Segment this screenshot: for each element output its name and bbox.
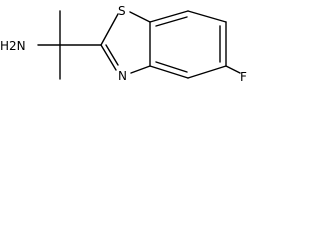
bonds [37,10,241,80]
bond-n-c3a [130,65,151,74]
bond-c2-n [100,44,117,71]
bond-c7-c6 [187,10,227,23]
bond-c2-n-double [105,44,119,66]
bond-c5-f [225,65,241,74]
bond-c7a-c7 [149,10,189,23]
amine-label: H2N [0,39,26,53]
bond-c2-s [100,13,119,46]
bond-c4-c3a-double [155,61,188,73]
bond-c5-c4 [187,65,227,79]
bond-s-c7a [129,11,151,23]
sulfur-label: S [118,4,126,18]
atom-labels: H2N S N F [0,4,247,84]
bond-c7a-c7-double [155,16,188,27]
nitrogen-label: N [118,69,127,83]
fluorine-label: F [240,70,247,84]
bond-c4-c3a [149,65,189,79]
structure-diagram: H2N S N F [0,4,247,84]
